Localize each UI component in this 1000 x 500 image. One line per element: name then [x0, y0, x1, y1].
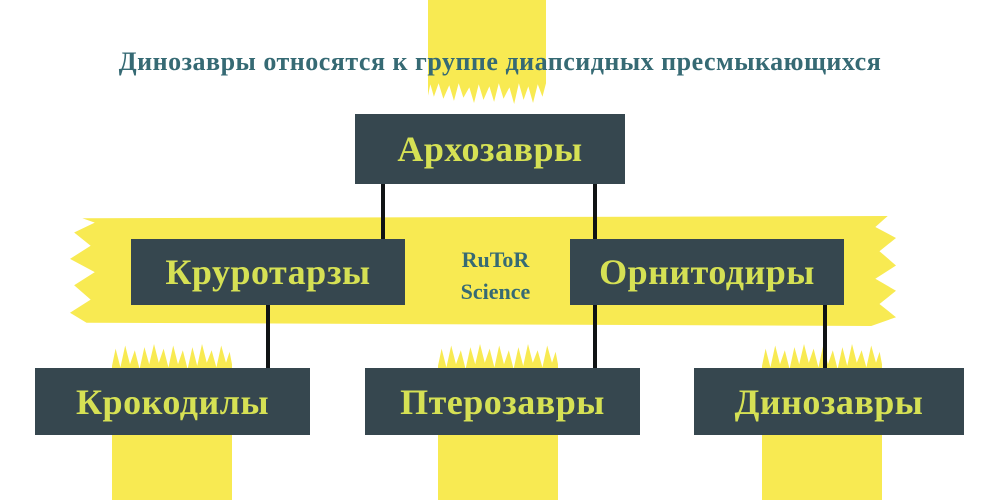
watermark-line-2: Science [460, 278, 531, 304]
connector-archosaurs-ornithodira [593, 184, 597, 242]
page-title: Динозавры относятся к группе диапсидных … [118, 47, 882, 76]
node-label: Крокодилы [75, 381, 270, 422]
connector-ornithodira-dinosaurs [823, 303, 827, 371]
connector-archosaurs-crurotarsi [381, 184, 385, 242]
node-dinosaurs: Динозавры [694, 368, 964, 435]
node-label: Архозавры [397, 129, 583, 169]
connector-crurotarsi-crocodiles [266, 303, 270, 371]
connector-ornithodira-pterosaurs [593, 303, 597, 371]
node-archosaurs: Архозавры [355, 114, 625, 184]
node-crurotarsi: Круротарзы [131, 239, 405, 305]
node-crocodiles: Крокодилы [35, 368, 310, 435]
node-label: Птерозавры [400, 381, 605, 422]
brush-stroke-top [428, 0, 546, 104]
node-label: Динозавры [734, 381, 924, 422]
node-label: Орнитодиры [599, 252, 815, 292]
watermark-line-1: RuToR [461, 247, 530, 272]
node-pterosaurs: Птерозавры [365, 368, 640, 435]
watermark: RuToR Science [433, 244, 558, 308]
node-ornithodira: Орнитодиры [570, 239, 844, 305]
node-label: Круротарзы [165, 252, 371, 292]
